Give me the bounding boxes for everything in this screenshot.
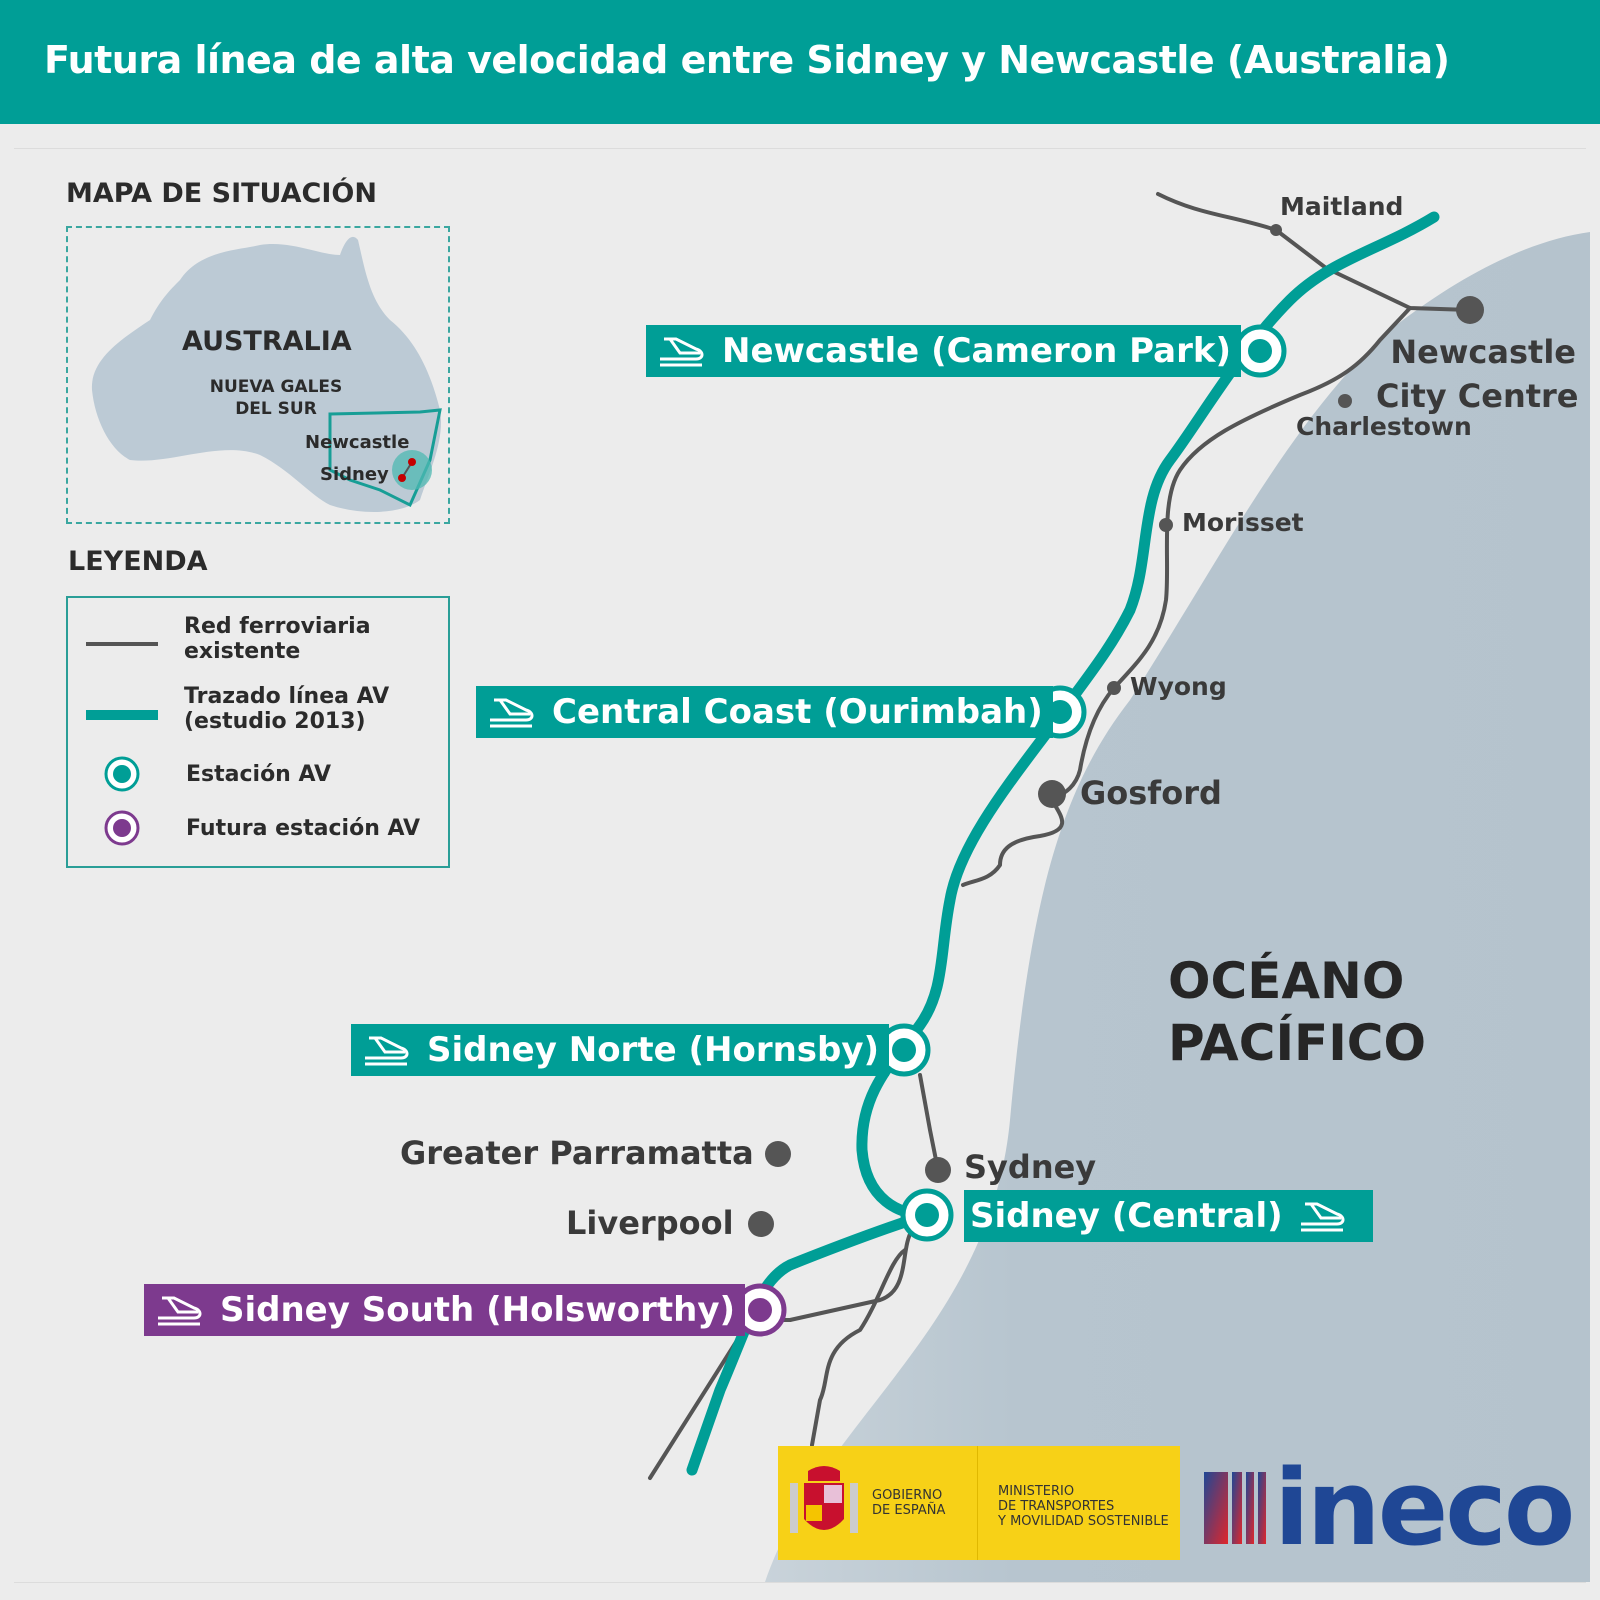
train-icon xyxy=(158,1296,202,1326)
train-icon xyxy=(490,698,534,728)
station-marker-hornsby xyxy=(877,1023,931,1077)
train-icon xyxy=(660,337,704,367)
legend-teal-line-symbol xyxy=(86,710,158,720)
legend-gray-line-symbol xyxy=(86,642,158,646)
place-liverpool: Liverpool xyxy=(566,1204,734,1242)
legend-item-station: Estación AV xyxy=(186,762,332,787)
situation-map-heading: MAPA DE SITUACIÓN xyxy=(66,178,377,209)
divider xyxy=(14,148,1586,149)
station-label-sidney-central: Sidney (Central) xyxy=(964,1190,1373,1242)
divider xyxy=(14,1582,1586,1583)
page-title: Futura línea de alta velocidad entre Sid… xyxy=(44,38,1450,82)
legend-future-station-icon xyxy=(104,810,140,846)
ineco-logo: ineco xyxy=(1204,1456,1575,1560)
place-morisset: Morisset xyxy=(1182,508,1304,537)
ineco-bars-icon xyxy=(1204,1472,1266,1544)
high-speed-line xyxy=(686,211,1440,1476)
ocean-area xyxy=(765,232,1590,1582)
station-marker-newcastle xyxy=(1233,324,1287,378)
station-marker-sidney-central xyxy=(900,1188,954,1242)
inset-city-newcastle: Newcastle xyxy=(305,432,410,453)
header: Futura línea de alta velocidad entre Sid… xyxy=(0,0,1600,124)
station-label-hornsby: Sidney Norte (Hornsby) xyxy=(351,1024,890,1076)
australia-inset-map xyxy=(91,236,442,512)
place-gosford: Gosford xyxy=(1080,774,1222,812)
inset-city-sidney: Sidney xyxy=(320,464,389,485)
station-label-central-coast: Central Coast (Ourimbah) xyxy=(476,686,1053,738)
place-greater-parramatta: Greater Parramatta xyxy=(400,1134,754,1172)
train-icon xyxy=(365,1036,409,1066)
inset-country-label: AUSTRALIA xyxy=(182,326,352,357)
place-sydney: Sydney xyxy=(964,1148,1097,1186)
place-dots xyxy=(748,224,1484,1237)
coat-of-arms-icon xyxy=(790,1466,858,1533)
place-wyong: Wyong xyxy=(1130,672,1227,701)
station-marker-holsworthy xyxy=(733,1283,787,1337)
place-maitland: Maitland xyxy=(1280,192,1404,221)
place-charlestown: Charlestown xyxy=(1296,412,1472,441)
inset-state-label-2: DEL SUR xyxy=(235,399,317,419)
station-label-holsworthy: Sidney South (Holsworthy) xyxy=(144,1284,746,1336)
train-icon xyxy=(1300,1202,1345,1232)
legend-item-future-station: Futura estación AV xyxy=(186,816,421,841)
legend-station-icon xyxy=(104,756,140,792)
place-newcastle-city-centre: Newcastle City Centre xyxy=(1376,333,1579,415)
situation-map-frame xyxy=(66,226,450,524)
legend-item-hsr: Trazado línea AV(estudio 2013) xyxy=(184,684,390,734)
inset-state-label-1: NUEVA GALES xyxy=(209,377,343,397)
ocean-label: OCÉANO PACÍFICO xyxy=(1168,952,1427,1072)
legend-heading: LEYENDA xyxy=(68,546,208,577)
station-label-newcastle: Newcastle (Cameron Park) xyxy=(646,325,1242,377)
station-markers xyxy=(733,324,1287,1337)
